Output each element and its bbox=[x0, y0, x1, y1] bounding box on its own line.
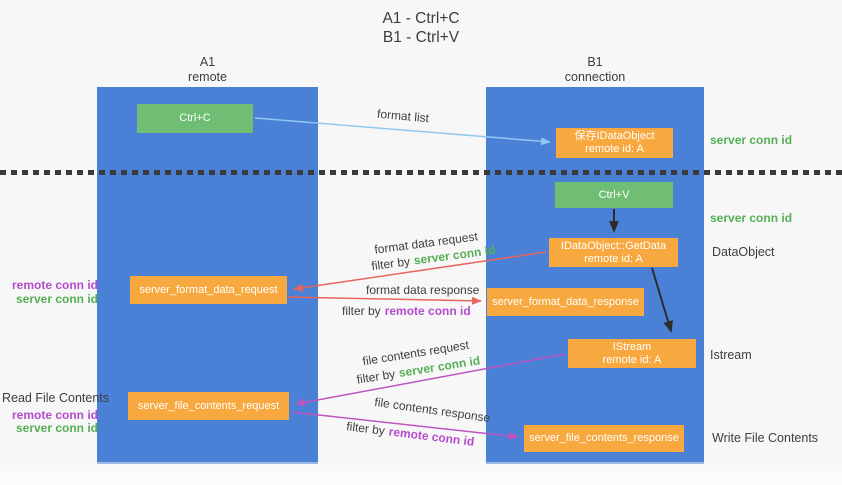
save-dataobject-line2: remote id: A bbox=[585, 143, 644, 155]
remote-conn-id-label-1: remote conn id bbox=[11, 278, 98, 292]
ctrl-v-node: Ctrl+V bbox=[555, 182, 673, 208]
file-response-label: server_file_contents_response bbox=[529, 432, 679, 444]
format-data-response-label: format data response bbox=[366, 283, 480, 297]
remote-conn-id-label-2: remote conn id bbox=[11, 407, 98, 422]
filter-by-text: filter by bbox=[355, 366, 397, 387]
ctrl-c-node: Ctrl+C bbox=[137, 104, 253, 133]
server-conn-id-label-top: server conn id bbox=[710, 133, 793, 147]
title-line-b1: B1 - Ctrl+V bbox=[382, 29, 460, 46]
server-format-data-request-node: server_format_data_request bbox=[130, 276, 287, 304]
title-line-a1: A1 - Ctrl+C bbox=[382, 10, 460, 27]
save-dataobject-line1: 保存IDataObject bbox=[574, 130, 655, 142]
column-b1-subtitle: connection bbox=[564, 70, 626, 84]
column-b1-name: B1 bbox=[587, 55, 603, 69]
server-conn-id-label-1: server conn id bbox=[15, 291, 98, 306]
format-list-label: format list bbox=[376, 106, 430, 126]
write-file-contents-label: Write File Contents bbox=[712, 431, 819, 445]
idataobject-getdata-node: IDataObject::GetData remote id: A bbox=[549, 238, 678, 267]
ctrl-v-label: Ctrl+V bbox=[598, 188, 630, 201]
read-file-contents-label: Read File Contents bbox=[2, 391, 110, 405]
format-response-label: server_format_data_response bbox=[492, 295, 639, 308]
file-request-label: server_file_contents_request bbox=[137, 399, 280, 412]
left-conn-id-stack-1: remote conn id server conn id bbox=[2, 278, 98, 306]
filter-by-text: filter by bbox=[345, 419, 386, 438]
istream-side-label: Istream bbox=[710, 348, 752, 362]
getdata-line2: remote id: A bbox=[584, 252, 643, 265]
column-header-b1: B1 connection bbox=[486, 55, 704, 85]
server-conn-id-label-2: server conn id bbox=[15, 421, 98, 435]
column-a1-name: A1 bbox=[199, 55, 216, 69]
remote-conn-id-key: remote conn id bbox=[384, 304, 471, 318]
remote-conn-id-key: remote conn id bbox=[387, 424, 476, 449]
server-file-contents-response-node: server_file_contents_response bbox=[524, 425, 684, 452]
ctrl-c-label: Ctrl+C bbox=[179, 112, 211, 124]
save-dataobject-node: 保存IDataObject remote id: A bbox=[556, 128, 673, 158]
format-request-label: server_format_data_request bbox=[139, 283, 278, 296]
column-header-a1: A1 remote bbox=[97, 55, 318, 85]
server-format-data-response-node: server_format_data_response bbox=[487, 288, 644, 316]
server-file-contents-request-node: server_file_contents_request bbox=[128, 392, 289, 420]
filter-by-text: filter by bbox=[370, 254, 411, 274]
diagram-title: A1 - Ctrl+C B1 - Ctrl+V bbox=[0, 9, 842, 47]
getdata-line1: IDataObject::GetData bbox=[560, 239, 667, 252]
istream-line1: IStream bbox=[612, 340, 652, 353]
file-contents-response-label: file contents response bbox=[373, 394, 492, 426]
dataobject-label: DataObject bbox=[712, 245, 775, 259]
left-conn-id-stack-2: Read File Contents remote conn id server… bbox=[2, 391, 110, 436]
column-a1-subtitle: remote bbox=[188, 70, 227, 84]
istream-node: IStream remote id: A bbox=[568, 339, 696, 368]
server-conn-id-label-mid: server conn id bbox=[710, 211, 793, 225]
phase-separator-dotted-line bbox=[0, 170, 842, 175]
filter-by-text: filter by bbox=[342, 304, 381, 318]
istream-line2: remote id: A bbox=[602, 353, 662, 366]
